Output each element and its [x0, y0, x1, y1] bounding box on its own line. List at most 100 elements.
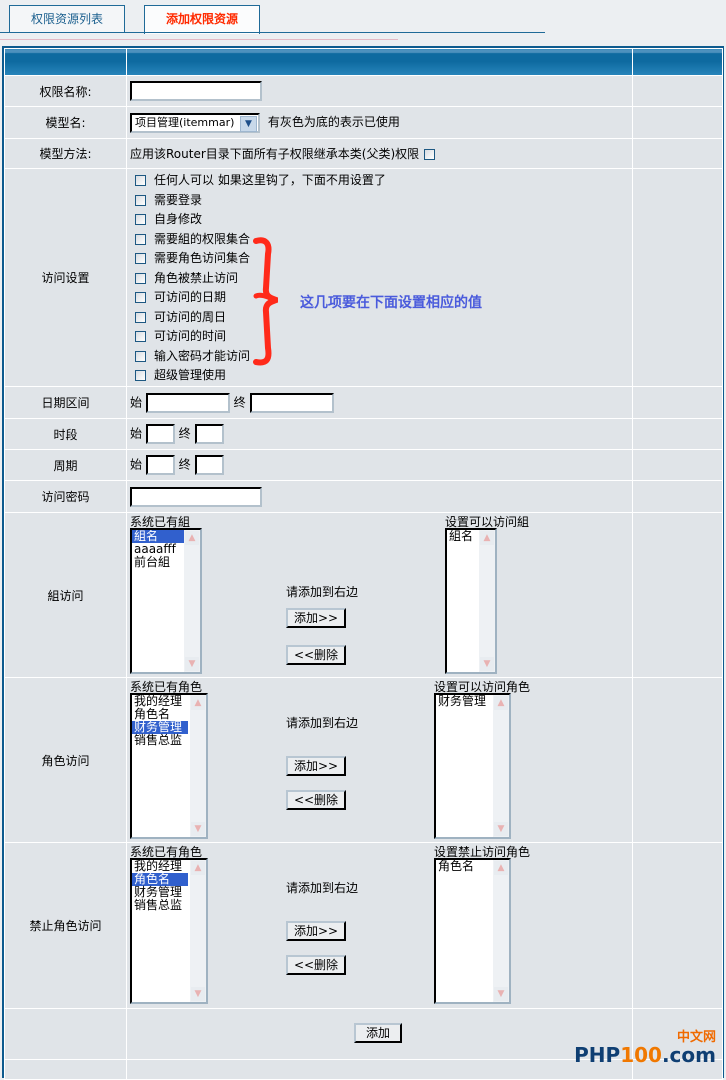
list-option[interactable]: 财务管理 [132, 721, 188, 734]
access-option[interactable]: 可访问的周日 [130, 308, 632, 328]
group-right-title: 设置可以访问組 [445, 515, 530, 529]
week-start-input[interactable] [145, 455, 175, 475]
deny-right-title: 设置禁止访问角色 [434, 845, 531, 859]
checkbox[interactable] [135, 350, 146, 362]
checkbox[interactable] [135, 370, 146, 381]
list-option[interactable]: 組名 [132, 530, 184, 543]
deny-right-listbox[interactable]: 角色名 ▲▼ [434, 858, 511, 1004]
row-group-access: 組访问 系统已有組 組名 aaaafff 前台組 ▲▼ 请添加到右边 添加>> … [4, 512, 723, 678]
group-remove-button[interactable]: <<删除 [286, 645, 346, 665]
list-option[interactable]: 組名 [449, 529, 474, 543]
access-option[interactable]: 输入密码才能访问 [130, 347, 632, 367]
scroll-down-icon[interactable]: ▼ [185, 657, 199, 671]
week-range-label: 周期 [4, 449, 127, 481]
list-option[interactable]: 前台組 [134, 555, 171, 569]
role-access-label: 角色访问 [4, 677, 127, 843]
group-right-listbox[interactable]: 組名 ▲▼ [445, 528, 497, 674]
deny-left-listbox[interactable]: 我的经理 角色名 财务管理 销售总监 ▲▼ [130, 858, 208, 1004]
start-label: 始 [130, 395, 143, 409]
access-option[interactable]: 可访问的时间 [130, 327, 632, 347]
role-remove-button[interactable]: <<删除 [286, 790, 346, 810]
list-option[interactable]: 角色名 [132, 873, 188, 886]
list-option[interactable]: 角色名 [134, 707, 171, 721]
model-name-select[interactable]: 项目管理(itemmar)▼ [130, 112, 260, 133]
scroll-up-icon[interactable]: ▲ [480, 531, 494, 545]
list-option[interactable]: 我的经理 [134, 694, 183, 708]
scrollbar[interactable]: ▲▼ [493, 860, 509, 1002]
checkbox[interactable] [135, 272, 146, 284]
submit-add-button[interactable]: 添加 [354, 1023, 402, 1043]
role-right-listbox[interactable]: 财务管理 ▲▼ [434, 693, 511, 839]
model-method-text: 应用该Router目录下面所有子权限继承本类(父类)权限 [130, 147, 420, 161]
checkbox[interactable] [135, 214, 146, 225]
list-option[interactable]: 销售总监 [134, 898, 183, 912]
deny-remove-button[interactable]: <<删除 [286, 955, 346, 975]
time-start-input[interactable] [145, 424, 175, 444]
scrollbar[interactable]: ▲▼ [190, 860, 206, 1002]
role-deny-label: 禁止角色访问 [4, 842, 127, 1009]
checkbox[interactable] [135, 311, 146, 323]
password-input[interactable] [130, 486, 262, 507]
row-password: 访问密码 [4, 480, 723, 513]
scroll-down-icon[interactable]: ▼ [480, 657, 494, 671]
table-header [4, 48, 723, 76]
group-left-title: 系统已有組 [130, 515, 191, 529]
list-option[interactable]: 财务管理 [134, 885, 183, 899]
checkbox[interactable] [135, 253, 146, 264]
tab-add-permission[interactable]: 添加权限资源 [144, 5, 260, 34]
scroll-up-icon[interactable]: ▲ [191, 696, 205, 710]
scrollbar[interactable]: ▲▼ [493, 695, 509, 837]
checkbox[interactable] [135, 331, 146, 342]
row-date-range: 日期区间 始 终 [4, 386, 723, 419]
scrollbar[interactable]: ▲▼ [190, 695, 206, 837]
access-option[interactable]: 角色被禁止访问 [130, 269, 632, 289]
access-option[interactable]: 可访问的日期 [130, 288, 632, 308]
scroll-down-icon[interactable]: ▼ [191, 822, 205, 836]
list-option[interactable]: 角色名 [438, 859, 475, 873]
chevron-down-icon[interactable]: ▼ [240, 115, 257, 132]
scroll-down-icon[interactable]: ▼ [494, 822, 508, 836]
scroll-up-icon[interactable]: ▲ [494, 696, 508, 710]
scroll-up-icon[interactable]: ▲ [494, 861, 508, 875]
list-option[interactable]: aaaafff [134, 542, 176, 556]
scrollbar[interactable]: ▲▼ [184, 530, 200, 672]
access-option[interactable]: 任何人可以 如果这里钩了，下面不用设置了 [130, 171, 632, 191]
form-frame: 权限名称: 模型名: 项目管理(itemmar)▼ 有灰色为底的表示已使用 模型… [2, 46, 724, 1080]
scroll-down-icon[interactable]: ▼ [191, 987, 205, 1001]
role-left-listbox[interactable]: 我的经理 角色名 财务管理 销售总监 ▲▼ [130, 693, 208, 839]
week-end-input[interactable] [194, 455, 224, 475]
date-end-input[interactable] [249, 392, 334, 413]
tab-underline [0, 32, 545, 33]
list-option[interactable]: 财务管理 [438, 694, 487, 708]
row-submit: 添加 [4, 1008, 723, 1060]
end-label: 终 [178, 457, 191, 472]
deny-add-button[interactable]: 添加>> [286, 921, 346, 941]
time-end-input[interactable] [194, 424, 224, 444]
access-option[interactable]: 超级管理使用 [130, 366, 632, 386]
checkbox[interactable] [135, 175, 146, 186]
group-left-listbox[interactable]: 組名 aaaafff 前台組 ▲▼ [130, 528, 202, 674]
model-method-checkbox[interactable] [424, 149, 436, 160]
role-add-button[interactable]: 添加>> [286, 756, 346, 776]
perm-name-input[interactable] [130, 81, 262, 101]
scroll-up-icon[interactable]: ▲ [185, 531, 199, 545]
group-add-button[interactable]: 添加>> [286, 608, 346, 628]
list-option[interactable]: 我的经理 [134, 859, 183, 873]
access-option[interactable]: 自身修改 [130, 210, 632, 230]
access-option[interactable]: 需要登录 [130, 191, 632, 211]
tab-permission-list[interactable]: 权限资源列表 [9, 5, 125, 33]
date-start-input[interactable] [145, 392, 230, 413]
checkbox[interactable] [135, 194, 146, 206]
access-option[interactable]: 需要組的权限集合 [130, 230, 632, 250]
checkbox[interactable] [135, 233, 146, 245]
date-range-label: 日期区间 [4, 386, 127, 419]
row-role-access: 角色访问 系统已有角色 我的经理 角色名 财务管理 销售总监 ▲▼ 请添加到右边… [4, 677, 723, 843]
checkbox[interactable] [135, 292, 146, 303]
access-option[interactable]: 需要角色访问集合 [130, 249, 632, 269]
scroll-up-icon[interactable]: ▲ [191, 861, 205, 875]
scrollbar[interactable]: ▲▼ [479, 530, 495, 672]
model-method-label: 模型方法: [4, 138, 127, 169]
list-option[interactable]: 销售总监 [134, 733, 183, 747]
role-hint: 请添加到右边 [286, 716, 359, 730]
scroll-down-icon[interactable]: ▼ [494, 987, 508, 1001]
